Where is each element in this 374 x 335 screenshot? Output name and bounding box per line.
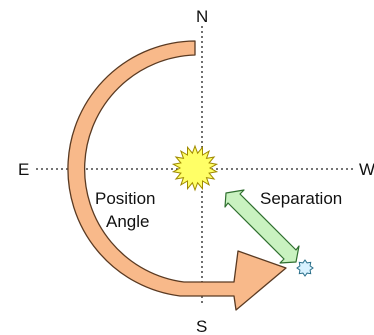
companion-star-icon: [296, 259, 314, 277]
position-angle-label-line2: Angle: [106, 212, 149, 231]
south-label: S: [196, 317, 207, 335]
west-label: W: [359, 160, 374, 179]
separation-label: Separation: [260, 189, 342, 208]
separation-arrow: [224, 189, 300, 264]
position-angle-label-line1: Position: [95, 189, 155, 208]
north-label: N: [196, 7, 208, 26]
primary-star-icon: [171, 144, 219, 192]
east-label: E: [18, 160, 29, 179]
position-angle-arc-arrow: [67, 40, 287, 311]
